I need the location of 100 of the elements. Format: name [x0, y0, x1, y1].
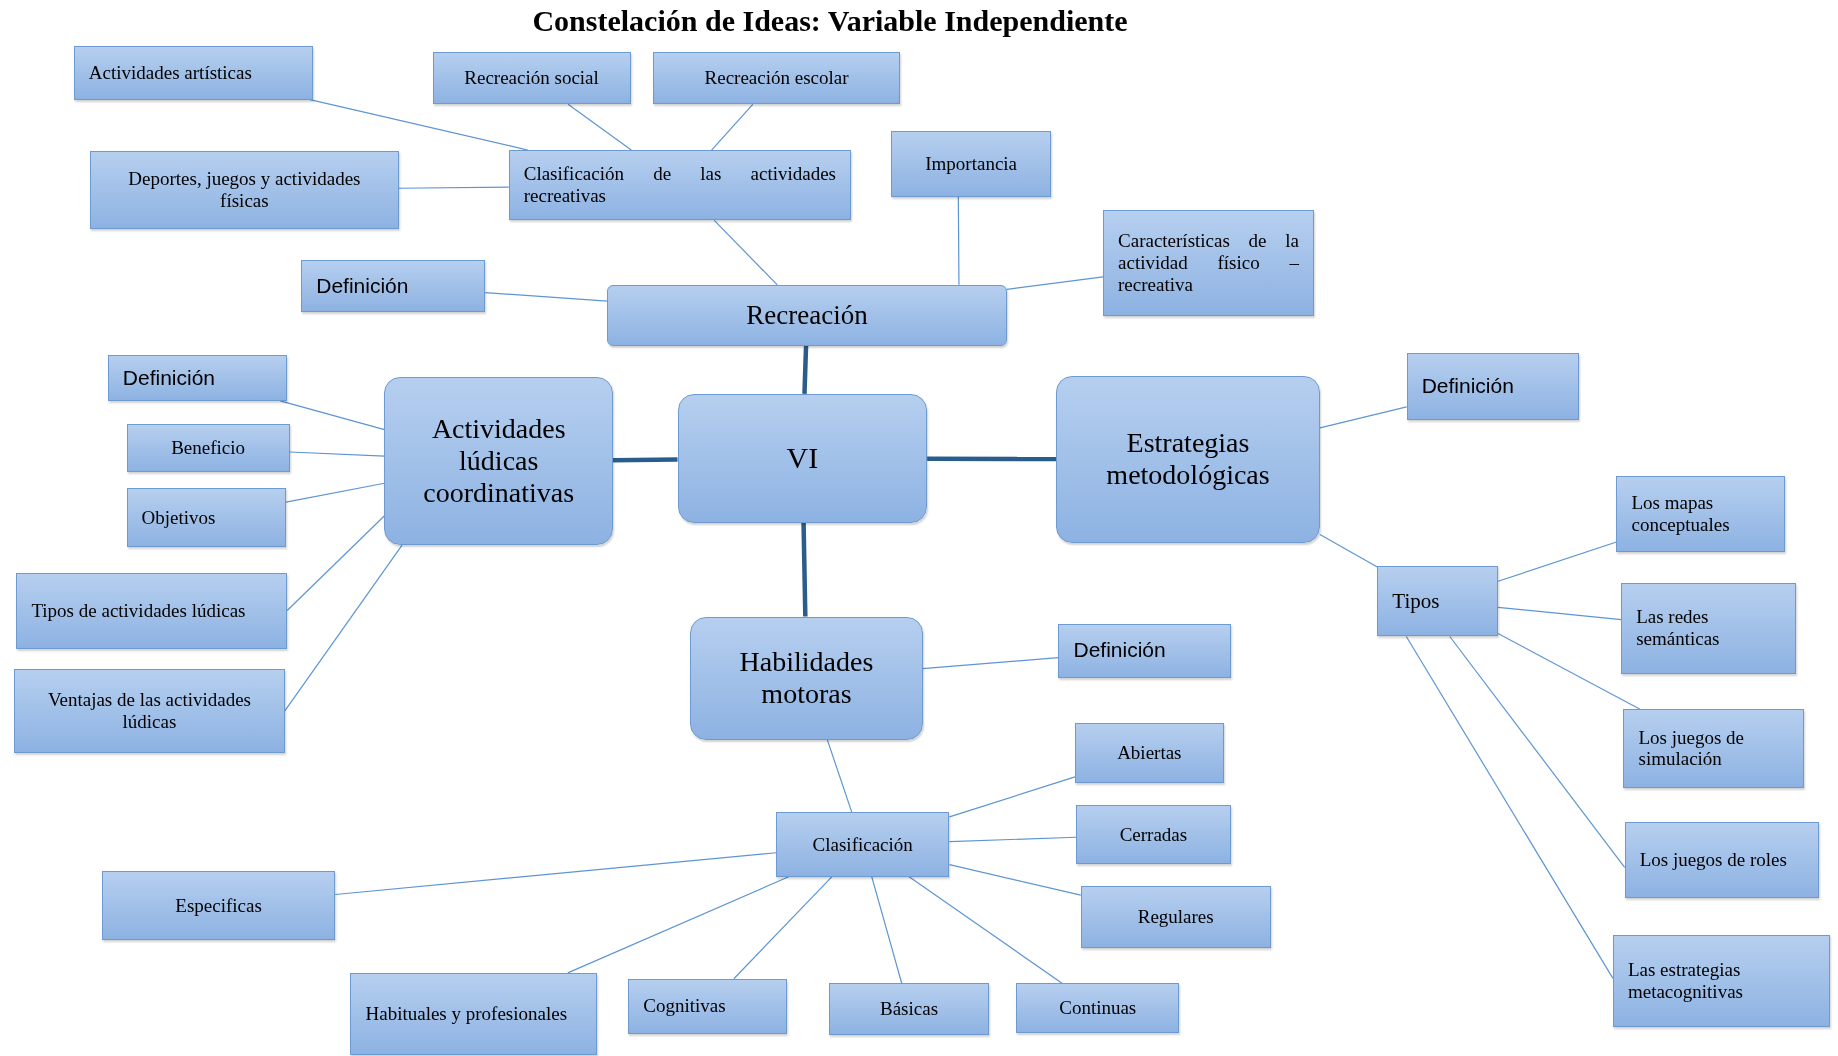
connector-line: [948, 836, 1077, 843]
connector-line: [397, 186, 510, 189]
subtopic-box: [14, 669, 285, 753]
connector-line: [285, 482, 386, 503]
subtopic-box: [508, 150, 851, 221]
node-label: Cerradas: [1118, 823, 1189, 846]
connector-line: [927, 456, 1057, 462]
subtopic-box: [16, 573, 288, 650]
connector-line: [288, 451, 386, 457]
node-label: Importancia: [924, 153, 1019, 175]
connector-line: [733, 876, 833, 980]
connector-line: [801, 522, 808, 617]
subtopic-box: [126, 487, 286, 548]
subtopic-box: [776, 812, 950, 877]
node-label: Recreación social: [463, 67, 600, 89]
connector-line: [286, 515, 386, 612]
node-label: Características de la actividad físico – recreativa: [1118, 230, 1299, 296]
node-label: Habituales y profesionales: [365, 1003, 569, 1025]
connector-line: [871, 876, 903, 985]
subtopic-box: [1624, 821, 1820, 898]
connector-line: [921, 657, 1060, 670]
subtopic-box: [1377, 566, 1499, 637]
node-label: Clasificación de las actividades recreativas: [523, 163, 836, 208]
subtopic-box: [126, 424, 290, 473]
connector-line: [802, 345, 809, 394]
connector-line: [484, 291, 608, 302]
node-label: Habilidades motoras: [738, 645, 875, 711]
subtopic-box: [652, 51, 901, 105]
subtopic-box: [107, 355, 288, 401]
node-label: Actividades artísticas: [88, 61, 253, 84]
node-label: Continuas: [1058, 997, 1138, 1019]
topic-box: [607, 284, 1007, 346]
connector-line: [284, 544, 403, 712]
node-label: Definición: [1073, 638, 1167, 663]
node-label: Básicas: [879, 998, 940, 1021]
node-label: Recreación escolar: [703, 67, 850, 89]
connector-line: [957, 196, 960, 286]
connector-line: [948, 776, 1076, 818]
topic-box: [690, 616, 923, 740]
subtopic-box: [101, 870, 336, 941]
topic-box: [677, 393, 928, 523]
subtopic-box: [73, 45, 313, 100]
connector-line: [1497, 632, 1641, 710]
subtopic-box: [1612, 935, 1830, 1027]
node-label: Clasificación: [811, 833, 914, 856]
node-label: Definición: [122, 365, 217, 391]
connector-line: [334, 852, 777, 896]
subtopic-box: [1621, 582, 1796, 674]
node-label: Objetivos: [141, 506, 217, 529]
topic-box: [1056, 376, 1320, 543]
node-label: Abiertas: [1116, 742, 1183, 765]
node-label: Beneficio: [170, 437, 246, 460]
subtopic-box: [301, 260, 486, 312]
connector-line: [1449, 635, 1626, 868]
node-label: Los mapas conceptuales: [1631, 492, 1731, 536]
connector-line: [826, 739, 853, 813]
subtopic-box: [90, 151, 399, 229]
connector-line: [1497, 541, 1618, 582]
subtopic-box: [628, 978, 787, 1034]
node-label: Los juegos de simulación: [1638, 726, 1746, 771]
subtopic-box: [1623, 709, 1804, 788]
node-label: Tipos: [1392, 589, 1441, 614]
node-label: Regulares: [1136, 906, 1215, 929]
node-label: Definición: [316, 273, 410, 299]
subtopic-box: [1074, 723, 1224, 783]
node-label: Las redes semánticas: [1636, 606, 1721, 651]
node-label: VI: [785, 441, 820, 476]
node-label: Estrategias metodológicas: [1105, 427, 1271, 492]
node-label: Los juegos de roles: [1639, 848, 1788, 871]
subtopic-box: [1406, 352, 1579, 420]
subtopic-box: [350, 972, 597, 1055]
subtopic-box: [1103, 209, 1314, 317]
connector-line: [567, 876, 790, 974]
subtopic-box: [1080, 886, 1271, 949]
subtopic-box: [432, 51, 631, 105]
node-label: Cognitivas: [643, 995, 727, 1018]
node-label: Tipos de actividades lúdicas: [31, 600, 247, 623]
diagram-title: Constelación de Ideas: Variable Independiente: [531, 4, 1129, 38]
node-label: Especificas: [174, 894, 263, 917]
connector-line: [1405, 635, 1614, 979]
connector-line: [1319, 533, 1378, 568]
subtopic-box: [1616, 475, 1786, 553]
node-label: Deportes, juegos y actividades físicas: [127, 168, 362, 212]
topic-box: [384, 377, 614, 546]
node-label: Actividades lúdicas coordinativas: [422, 412, 576, 510]
connector-line: [567, 103, 632, 151]
node-label: Definición: [1421, 374, 1515, 399]
subtopic-box: [828, 983, 990, 1036]
connector-line: [1497, 606, 1622, 621]
subtopic-box: [1058, 623, 1231, 678]
connector-line: [613, 457, 678, 463]
subtopic-box: [1016, 983, 1180, 1033]
subtopic-box: [890, 131, 1052, 197]
connector-line: [908, 876, 1063, 985]
node-label: Recreación: [745, 299, 869, 331]
connector-line: [1319, 406, 1408, 429]
connector-line: [711, 103, 754, 151]
connector-line: [1006, 276, 1104, 290]
node-label: Las estrategias metacognitivas: [1627, 959, 1744, 1003]
subtopic-box: [1076, 805, 1231, 864]
